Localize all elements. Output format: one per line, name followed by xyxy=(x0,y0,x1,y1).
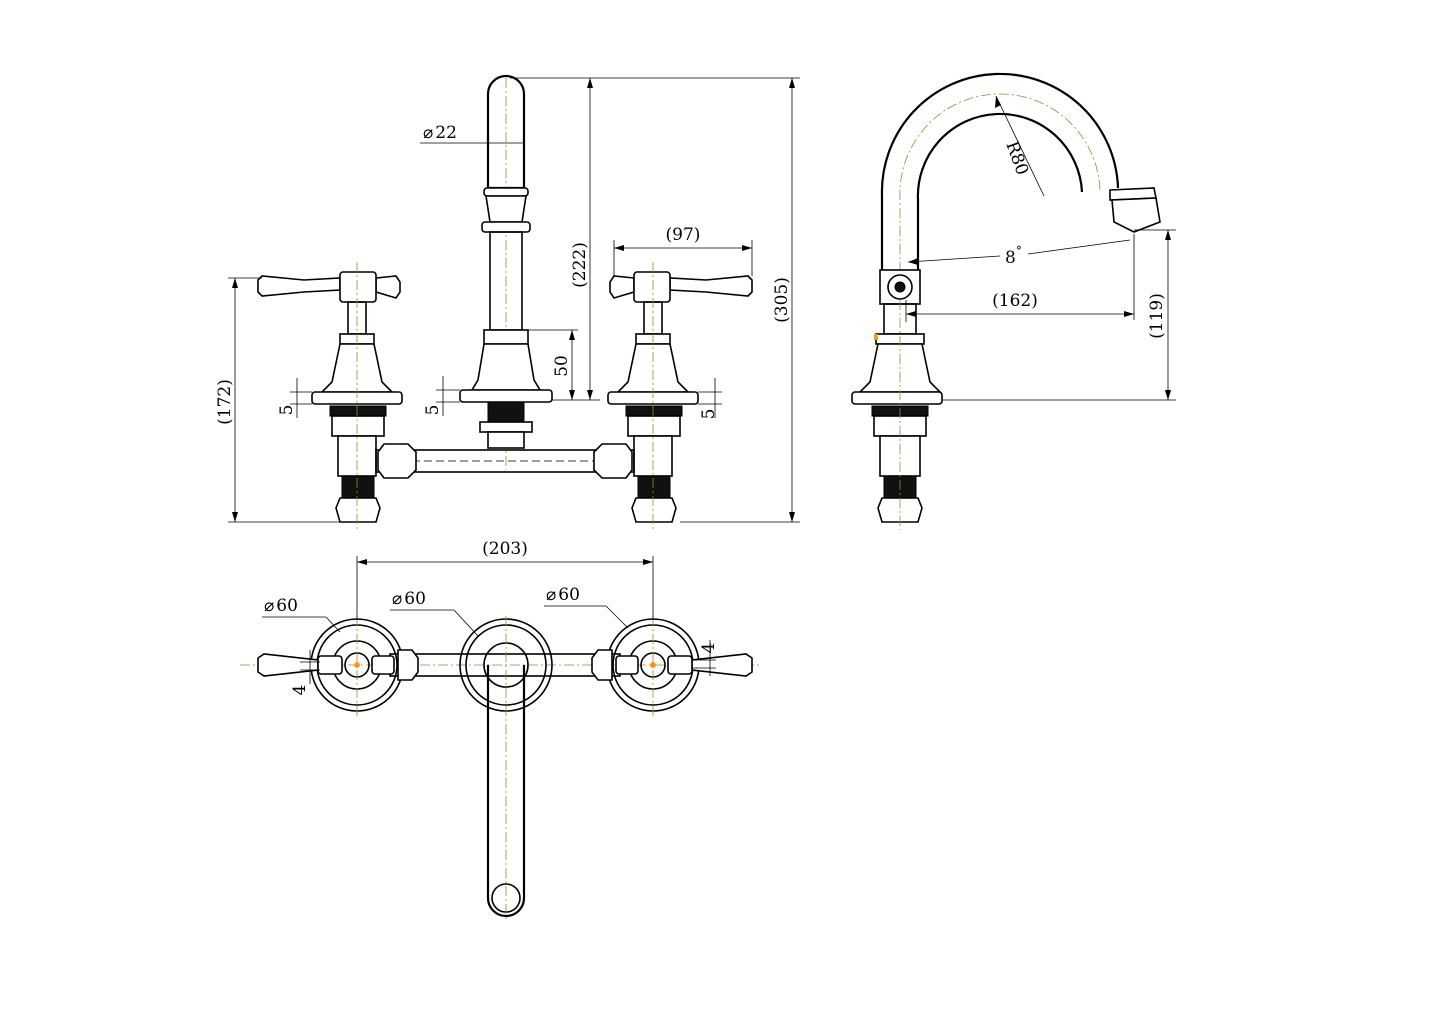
dim-spout-reach: (162) xyxy=(905,234,1135,322)
front-view: ⌀22 (222) (305) (172) xyxy=(215,74,800,530)
dim-right-flange: 5 xyxy=(698,378,722,419)
diameter-symbol: ⌀ xyxy=(264,596,274,616)
base-height-value: 50 xyxy=(552,355,572,377)
center-flange-value: 5 xyxy=(423,405,443,416)
side-view: R80 8° (162) (119) xyxy=(851,72,1176,530)
dim-right-diameter: ⌀60 xyxy=(544,585,629,629)
center-spacing-value: (203) xyxy=(482,539,528,559)
dim-center-diameter: ⌀60 xyxy=(390,589,479,637)
front-right-valve xyxy=(607,262,753,530)
angle-unit: ° xyxy=(1016,244,1022,258)
angle-value: 8° xyxy=(1005,244,1022,268)
right-diameter-value: 60 xyxy=(558,585,580,605)
dim-total-height: (305) xyxy=(600,77,800,523)
dim-left-diameter: ⌀60 xyxy=(262,596,341,633)
left-offset-value: 4 xyxy=(290,685,310,696)
svg-text:⌀60: ⌀60 xyxy=(546,585,580,605)
top-center-spout xyxy=(459,616,553,920)
handle-reach-value: (97) xyxy=(666,225,701,245)
handle-height-value: (172) xyxy=(215,379,235,425)
top-right-handle xyxy=(591,616,753,716)
outlet-height-value: (119) xyxy=(1147,293,1167,339)
right-offset-value: 4 xyxy=(699,643,719,654)
dim-handle-height: (172) xyxy=(215,277,340,523)
diameter-symbol: ⌀ xyxy=(392,589,402,609)
front-left-valve xyxy=(257,262,403,530)
total-height-value: (305) xyxy=(772,277,792,323)
dim-center-flange: 5 xyxy=(423,376,460,416)
spout-height-value: (222) xyxy=(570,242,590,288)
dim-left-offset: 4 xyxy=(290,650,320,695)
dim-angle: 8° xyxy=(907,239,1131,268)
left-flange-value: 5 xyxy=(277,405,297,416)
angle-number: 8 xyxy=(1005,248,1016,268)
diameter-symbol: ⌀ xyxy=(423,123,433,143)
svg-text:⌀22: ⌀22 xyxy=(423,123,457,143)
dim-right-offset: 4 xyxy=(692,640,719,676)
front-connecting-pipe xyxy=(375,443,635,479)
dim-spout-outlet-height: (119) xyxy=(942,229,1176,401)
right-flange-value: 5 xyxy=(699,409,719,420)
center-diameter-value: 60 xyxy=(404,589,426,609)
front-spout xyxy=(459,74,553,470)
dim-left-flange: 5 xyxy=(277,378,312,418)
side-spout xyxy=(851,72,1161,530)
dim-spout-diameter: ⌀22 xyxy=(420,123,524,148)
top-view: (203) ⌀60 ⌀60 ⌀60 4 4 xyxy=(240,539,760,920)
spout-diameter-value: 22 xyxy=(435,123,457,143)
diameter-symbol: ⌀ xyxy=(546,585,556,605)
dim-center-spacing: (203) xyxy=(356,539,654,620)
dim-base-height: 50 xyxy=(528,329,578,400)
dim-handle-reach: (97) xyxy=(613,225,753,276)
top-left-handle xyxy=(257,616,419,716)
left-diameter-value: 60 xyxy=(276,596,298,616)
svg-text:⌀60: ⌀60 xyxy=(264,596,298,616)
svg-text:⌀60: ⌀60 xyxy=(392,589,426,609)
radius-value: R80 xyxy=(1001,139,1032,178)
dim-spout-height: (222) xyxy=(510,77,600,401)
spout-reach-value: (162) xyxy=(992,291,1038,311)
dim-radius: R80 xyxy=(995,95,1045,197)
